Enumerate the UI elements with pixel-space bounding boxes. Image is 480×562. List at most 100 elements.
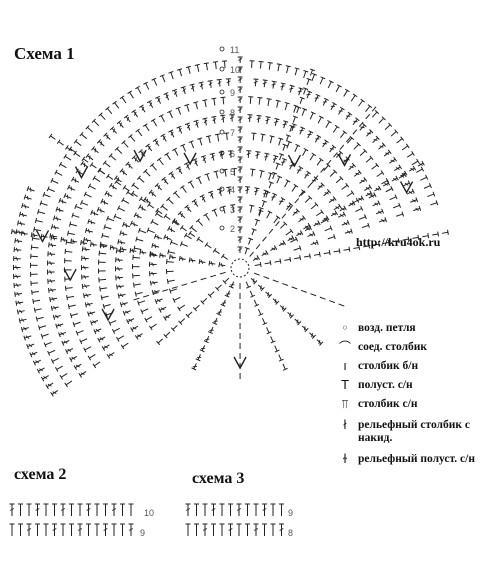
- stitch-top: [195, 358, 201, 362]
- stitch-top: [342, 211, 346, 217]
- stitch-top: [111, 328, 116, 334]
- stitch-post: [284, 180, 289, 188]
- stitch-top: [158, 307, 162, 313]
- stitch-post: [416, 168, 423, 173]
- stitch-yarnover: [238, 58, 243, 61]
- stitch-top: [286, 140, 292, 144]
- legend-item: T полуст. с/н: [336, 379, 480, 392]
- stitch-yarnover: [238, 118, 243, 121]
- stitch-yarnover: [20, 318, 25, 322]
- stitch-yarnover: [318, 185, 323, 188]
- stitch-yarnover: [118, 284, 122, 289]
- stitch-top: [122, 185, 127, 190]
- stitch-yarnover: [58, 207, 61, 213]
- stitch-top: [192, 158, 198, 161]
- stitch-post: [420, 176, 427, 181]
- stitch-yarnover: [297, 90, 303, 93]
- stitch-yarnover: [238, 138, 243, 141]
- stitch-post: [313, 253, 320, 256]
- stitch-top: [338, 248, 341, 254]
- stitch-top: [207, 331, 213, 335]
- stitch-post: [262, 317, 266, 324]
- stitch-top: [180, 85, 186, 89]
- stitch-post: [93, 120, 100, 127]
- increase-v-mark: [63, 268, 77, 282]
- stitch-top: [381, 208, 384, 214]
- stitch-yarnover: [236, 508, 242, 511]
- stitch-yarnover: [186, 164, 190, 169]
- stitch-top: [36, 368, 40, 374]
- stitch-top: [160, 133, 166, 138]
- stitch-top: [100, 198, 104, 204]
- stitch-top: [329, 225, 333, 231]
- stitch-top: [184, 204, 189, 209]
- stitch-post: [182, 145, 187, 152]
- stitch-post: [143, 294, 150, 298]
- stitch-top: [207, 79, 213, 82]
- stitch-post: [290, 238, 297, 243]
- chain-dot: [219, 66, 225, 72]
- stitch-post: [333, 250, 340, 253]
- stitch-top: [37, 209, 40, 215]
- stitch-top: [48, 242, 50, 248]
- stitch-yarnover: [247, 116, 252, 120]
- stitch-top: [119, 302, 123, 308]
- stitch-top: [32, 298, 35, 304]
- chain-dot: [219, 129, 225, 135]
- stitch-yarnover: [106, 134, 109, 139]
- row-number: 6: [230, 149, 235, 159]
- stitch-yarnover: [156, 298, 161, 303]
- stitch-yarnover: [212, 118, 217, 122]
- stitch-yarnover: [53, 225, 56, 230]
- stitch-yarnover: [303, 326, 306, 331]
- stitch-post: [358, 121, 364, 127]
- single-crochet-icon: ı: [343, 359, 347, 373]
- stitch-post: [115, 181, 122, 186]
- stitch-post: [294, 257, 301, 260]
- stitch-post: [286, 66, 289, 74]
- stitch-top: [310, 111, 316, 115]
- stitch-top: [228, 285, 234, 289]
- stitch-yarnover: [86, 508, 91, 511]
- stitch-yarnover: [15, 283, 19, 288]
- stitch-post: [66, 295, 74, 299]
- stitch-top: [309, 253, 311, 259]
- stitch-top: [179, 185, 185, 189]
- source-url[interactable]: http://kru4ok.ru: [356, 235, 441, 249]
- stitch-top: [285, 134, 291, 137]
- stitch-yarnover: [412, 199, 416, 203]
- stitch-yarnover: [374, 202, 379, 206]
- stitch-yarnover: [311, 179, 317, 182]
- stitch-post: [335, 85, 340, 93]
- stitch-top: [208, 190, 214, 194]
- stitch-top: [47, 350, 51, 356]
- stitch-yarnover: [25, 335, 30, 339]
- stitch-top: [50, 358, 55, 364]
- stitch-yarnover: [238, 198, 243, 201]
- stitch-top: [89, 320, 93, 326]
- stitch-yarnover: [133, 111, 137, 116]
- stitch-post: [82, 158, 89, 163]
- stitch-top: [80, 160, 84, 166]
- stitch-top: [264, 152, 270, 155]
- stitch-post: [217, 134, 220, 142]
- stitch-top: [63, 193, 67, 199]
- stitch-post: [197, 177, 202, 185]
- stitch-post: [303, 71, 307, 79]
- stitch-top: [197, 137, 203, 140]
- stitch-top: [45, 384, 49, 390]
- stitch-top: [212, 247, 217, 253]
- stitch-top: [69, 357, 73, 363]
- stitch-yarnover: [148, 145, 151, 150]
- stitch-yarnover: [13, 229, 16, 235]
- stitch-post: [296, 107, 300, 114]
- stitch-post: [274, 260, 281, 263]
- stitch-top: [265, 250, 269, 256]
- stitch-yarnover: [56, 216, 58, 221]
- stitch-top: [325, 217, 329, 223]
- stitch-top: [220, 303, 226, 307]
- stitch-post: [130, 135, 136, 142]
- stitch-top: [125, 161, 130, 166]
- stitch-post: [65, 250, 73, 253]
- stitch-yarnover: [230, 116, 234, 120]
